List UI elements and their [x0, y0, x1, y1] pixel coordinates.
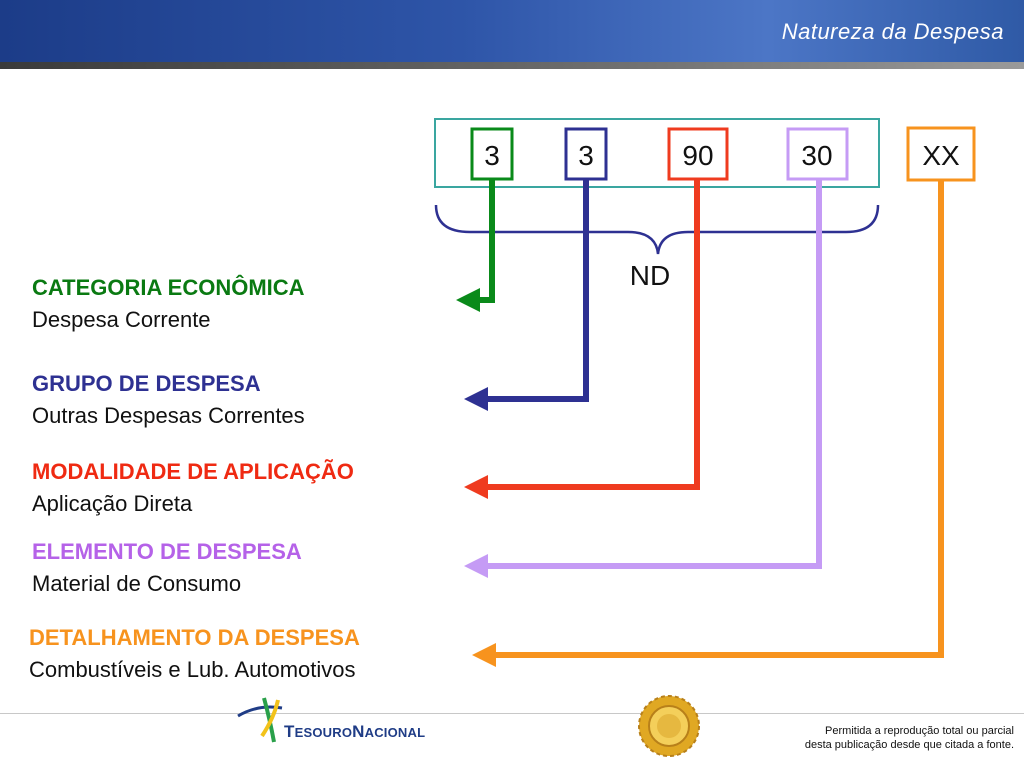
cfc-seal-icon [638, 695, 700, 757]
code-grupo: 3 [578, 140, 594, 171]
arrow-modalidade [464, 475, 488, 499]
label-categoria-subtitle: Despesa Corrente [32, 307, 211, 332]
connector-elemento [484, 180, 822, 569]
label-detalhamento: DETALHAMENTO DA DESPESA Combustíveis e L… [29, 622, 360, 686]
label-modalidade: MODALIDADE DE APLICAÇÃO Aplicação Direta [32, 456, 354, 520]
connector-detalhamento [494, 180, 944, 658]
code-detalhamento: XX [922, 140, 960, 171]
code-box-modalidade [667, 127, 729, 181]
tesouro-nacional-logo-text: TESOURONACIONAL [284, 722, 426, 741]
label-grupo: GRUPO DE DESPESA Outras Despesas Corrent… [32, 368, 305, 432]
label-detalhamento-title: DETALHAMENTO DA DESPESA [29, 625, 360, 650]
header-strip [0, 62, 1024, 69]
label-detalhamento-subtitle: Combustíveis e Lub. Automotivos [29, 657, 356, 682]
nd-brace [434, 204, 880, 255]
connector-categoria [478, 180, 495, 303]
label-elemento: ELEMENTO DE DESPESA Material de Consumo [32, 536, 302, 600]
label-grupo-title: GRUPO DE DESPESA [32, 371, 261, 396]
label-modalidade-subtitle: Aplicação Direta [32, 491, 193, 516]
code-categoria: 3 [484, 140, 500, 171]
connector-modalidade [484, 180, 700, 490]
connector-grupo [484, 180, 589, 402]
arrow-detalhamento [472, 643, 496, 667]
code-box-detalhamento [906, 126, 976, 182]
code-box-grupo [564, 127, 608, 181]
tesouro-nacional-logo-icon [237, 697, 283, 743]
page-title: Natureza da Despesa [781, 19, 1004, 44]
label-categoria: CATEGORIA ECONÔMICA Despesa Corrente [32, 272, 305, 336]
label-grupo-subtitle: Outras Despesas Correntes [32, 403, 305, 428]
code-box-categoria [470, 127, 514, 181]
code-box-elemento [786, 127, 849, 181]
label-elemento-title: ELEMENTO DE DESPESA [32, 539, 302, 564]
footer-divider [0, 713, 1024, 714]
header-bar [0, 0, 1024, 62]
footer-copyright-note: Permitida a reprodução total ou parcial … [805, 724, 1014, 752]
label-elemento-subtitle: Material de Consumo [32, 571, 242, 596]
label-modalidade-title: MODALIDADE DE APLICAÇÃO [32, 459, 354, 484]
nd-group-box [434, 118, 880, 188]
footer-note-line2: desta publicação desde que citada a font… [804, 739, 1014, 751]
label-categoria-title: CATEGORIA ECONÔMICA [32, 275, 305, 300]
arrow-elemento [464, 554, 488, 578]
arrow-categoria [456, 288, 480, 312]
code-elemento: 30 [801, 140, 832, 171]
footer-note-line1: Permitida a reprodução total ou parcial [825, 725, 1014, 737]
arrow-grupo [464, 387, 488, 411]
code-modalidade: 90 [682, 140, 713, 171]
nd-label: ND [630, 260, 670, 291]
